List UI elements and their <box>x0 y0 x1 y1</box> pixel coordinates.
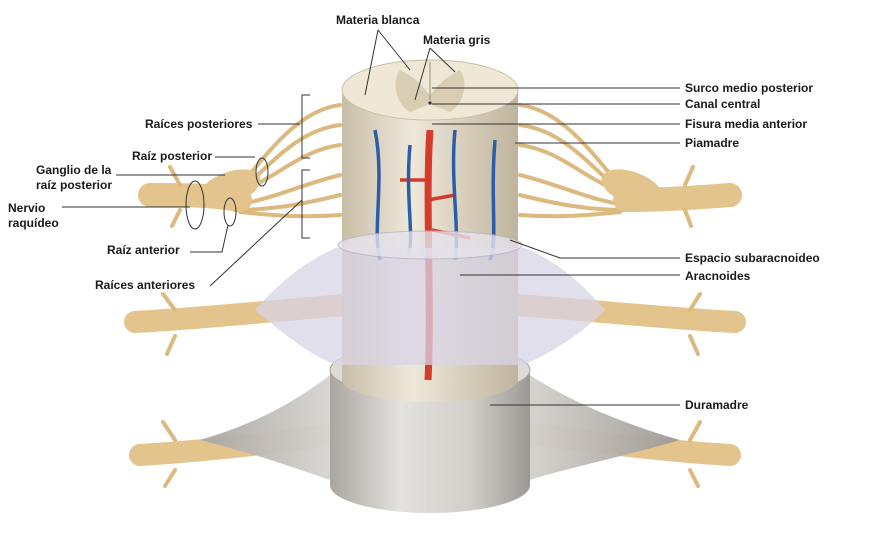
label-anterior-median-fissure: Fisura media anterior <box>685 117 807 131</box>
label-dura-mater: Duramadre <box>685 398 749 412</box>
label-ganglion-line2: raíz posterior <box>36 178 112 192</box>
label-subarachnoid-space: Espacio subaracnoideo <box>685 251 820 265</box>
upper-spinal-nerves <box>138 103 742 228</box>
label-ganglion-line1: Ganglio de la <box>36 163 112 177</box>
gray-matter <box>395 70 465 112</box>
dura-cylinder <box>330 370 530 513</box>
label-posterior-median-sulcus: Surco medio posterior <box>685 81 813 95</box>
label-pia-mater: Piamadre <box>685 136 739 150</box>
label-anterior-roots: Raíces anteriores <box>95 278 195 292</box>
label-spinal-nerve-line2: raquídeo <box>8 216 59 230</box>
label-white-matter: Materia blanca <box>336 13 420 27</box>
label-central-canal: Canal central <box>685 97 760 111</box>
label-spinal-nerve-line1: Nervio <box>8 201 45 215</box>
leader-lines <box>62 29 680 406</box>
label-anterior-root: Raíz anterior <box>107 243 180 257</box>
label-gray-matter: Materia gris <box>423 33 491 47</box>
label-posterior-root: Raíz posterior <box>132 149 212 163</box>
label-arachnoid: Aracnoides <box>685 269 751 283</box>
arachnoid <box>255 248 605 365</box>
label-posterior-roots: Raíces posteriores <box>145 117 253 131</box>
